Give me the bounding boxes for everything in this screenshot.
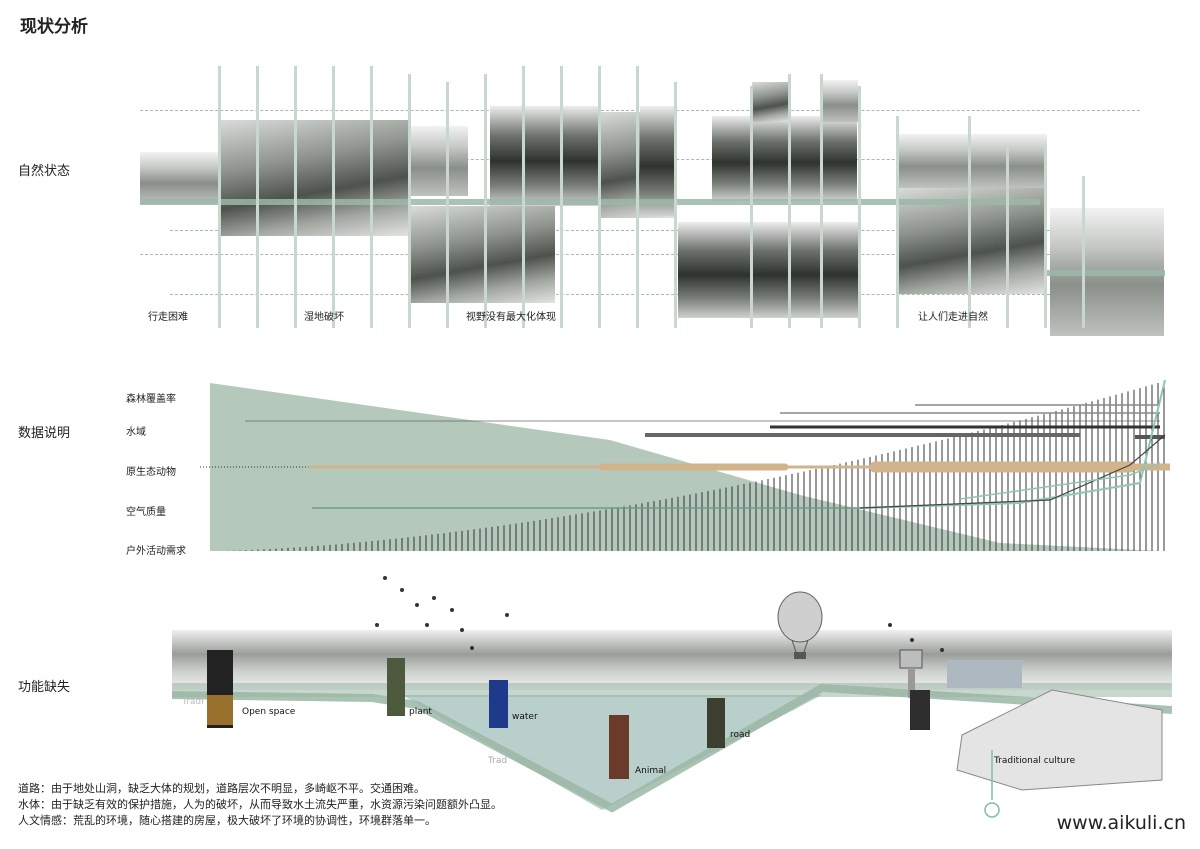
- photo-caption: 让人们走进自然: [918, 312, 988, 323]
- divider-line: [896, 116, 899, 328]
- divider-line: [332, 66, 335, 328]
- function-label-plant: plant: [409, 707, 432, 717]
- divider-line: [218, 66, 221, 328]
- function-label-open-space: Open space: [242, 707, 296, 717]
- divider-line: [820, 74, 823, 328]
- divider-line: [598, 66, 601, 328]
- ground-band: [1045, 270, 1165, 276]
- function-label-faded: Trad: [488, 756, 508, 766]
- note-water: 水体：由于缺乏有效的保护措施，人为的破坏，从而导致水土流失严重，水资源污染问题额…: [18, 798, 502, 811]
- landscape-photo: [897, 134, 1047, 188]
- pavilion-plan: [956, 689, 1163, 791]
- air-curve: [959, 462, 1161, 500]
- row-label-air: 空气质量: [126, 507, 166, 518]
- photo-strip-water: [489, 680, 508, 728]
- landscape-photo: [408, 126, 468, 196]
- divider-line: [446, 82, 449, 328]
- building-icon: [947, 660, 1022, 688]
- function-label-faded: Tradi: [182, 697, 204, 707]
- guide-line: [170, 294, 1070, 295]
- divider-line: [636, 66, 639, 328]
- landscape-photo: [678, 222, 858, 318]
- balloon-rope: [803, 639, 809, 653]
- divider-line: [256, 66, 259, 328]
- row-label-forest: 森林覆盖率: [126, 394, 176, 405]
- function-label-animal: Animal: [635, 766, 667, 776]
- row-label-water: 水域: [126, 427, 146, 438]
- note-culture: 人文情感：荒乱的环境，随心搭建的房屋，极大破坏了环境的协调性，环境群落单一。: [18, 814, 436, 827]
- function-label-water: water: [512, 712, 538, 722]
- landscape-photo: [752, 82, 788, 122]
- row-label-animals: 原生态动物: [126, 467, 176, 478]
- balloon-icon: [777, 591, 823, 643]
- ground-band: [140, 199, 1040, 205]
- photo-caption: 视野没有最大化体现: [466, 312, 556, 323]
- function-label-road: road: [730, 730, 751, 740]
- photo-strip-open-space: [207, 695, 233, 725]
- section-label-natural: 自然状态: [18, 164, 71, 179]
- air-curve: [859, 379, 1166, 509]
- divider-line: [1044, 146, 1047, 328]
- landscape-photo: [712, 116, 857, 201]
- photo-strip-plant: [387, 658, 405, 716]
- row-label-outdoor: 户外活动需求: [126, 546, 186, 557]
- divider-line: [522, 66, 525, 328]
- pin-circle: [984, 802, 1000, 818]
- landscape-photo: [220, 120, 408, 236]
- notes-block: 道路：由于地处山洞，缺乏大体的规划，道路层次不明显，多崎岖不平。交通困难。 水体…: [18, 781, 502, 829]
- divider-line: [1006, 146, 1009, 328]
- guide-line: [170, 230, 1130, 231]
- guide-line: [140, 254, 1140, 255]
- divider-line: [1082, 176, 1085, 328]
- landscape-photo: [410, 206, 555, 303]
- section-label-data: 数据说明: [18, 426, 71, 441]
- divider-line: [294, 66, 297, 328]
- watermark: www.aikuli.cn: [1056, 812, 1186, 834]
- tower-pole: [908, 668, 915, 698]
- landscape-photo: [140, 152, 218, 204]
- photo-strip-animal: [609, 715, 629, 779]
- page-title: 现状分析: [20, 17, 88, 37]
- landscape-photo: [490, 106, 600, 206]
- bird-flock: [375, 576, 944, 652]
- landscape-photo: [640, 106, 675, 216]
- photo-strip-culture: [910, 690, 930, 730]
- function-section: Tradi Open space plant water road Animal…: [172, 570, 1172, 820]
- divider-line: [788, 74, 791, 328]
- divider-line: [968, 116, 971, 328]
- function-label-culture: Traditional culture: [994, 756, 1076, 766]
- function-svg: [172, 576, 1172, 818]
- balloon-rope: [791, 639, 797, 653]
- divider-line: [750, 86, 753, 328]
- divider-line: [484, 74, 487, 328]
- data-diagram: [200, 379, 1170, 551]
- photo-collage: 行走困难 湿地破坏 视野没有最大化体现 让人们走进自然: [140, 66, 1170, 341]
- divider-line: [858, 86, 861, 328]
- divider-line: [674, 82, 677, 328]
- photo-strip-road: [707, 698, 725, 748]
- divider-line: [560, 66, 563, 328]
- section-label-function: 功能缺失: [18, 680, 71, 695]
- note-road: 道路：由于地处山洞，缺乏大体的规划，道路层次不明显，多崎岖不平。交通困难。: [18, 782, 425, 795]
- air-curve-dark: [859, 434, 1166, 509]
- photo-caption: 行走困难: [148, 312, 188, 323]
- landscape-photo: [820, 80, 858, 122]
- divider-line: [370, 66, 373, 328]
- divider-line: [408, 74, 411, 328]
- tower-icon: [899, 649, 923, 669]
- photo-caption: 湿地破坏: [304, 312, 344, 323]
- balloon-basket: [794, 652, 806, 659]
- landscape-photo: [897, 188, 1045, 294]
